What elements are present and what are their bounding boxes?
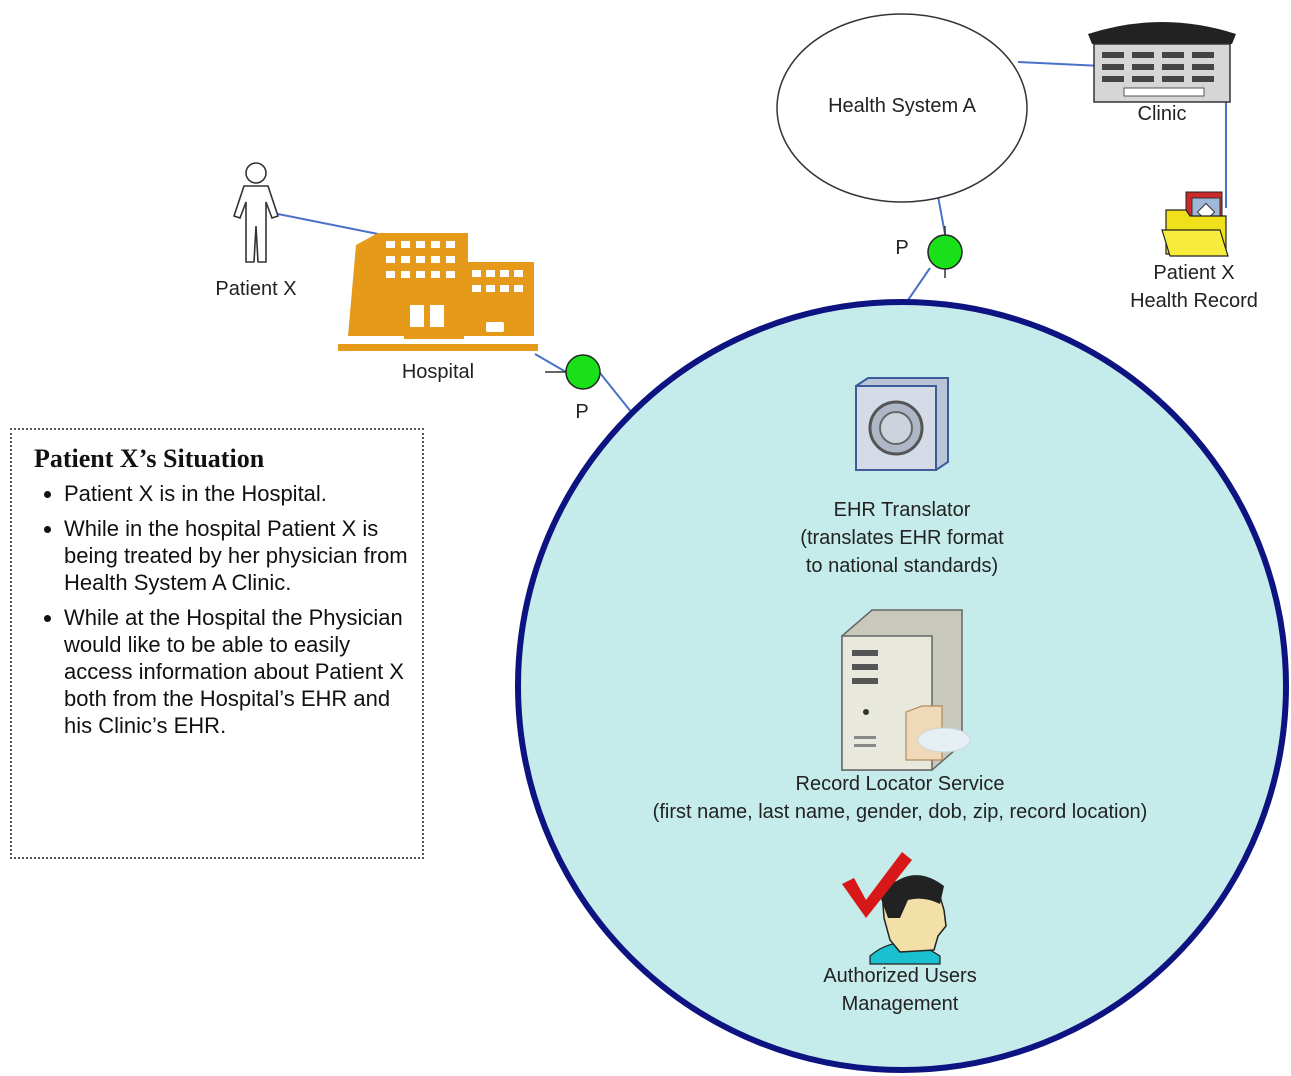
situation-bullet: Patient X is in the Hospital. [64, 480, 422, 507]
authorized-users-label: Authorized Users Management [770, 962, 1030, 1018]
ehr-translator-label-line3: to national standards) [805, 555, 999, 577]
record-locator-label: Record Locator Service (first name, last… [600, 770, 1200, 826]
server-icon [841, 609, 971, 771]
authorized-user-icon [842, 852, 947, 965]
situation-bullet-list: Patient X is in the Hospital. While in t… [12, 480, 422, 739]
situation-bullet: While in the hospital Patient X is being… [64, 515, 422, 596]
clinic-icon [1088, 22, 1236, 103]
situation-box: Patient X’s Situation Patient X is in th… [10, 428, 424, 859]
authorized-users-label-line2: Management [841, 993, 959, 1015]
health-record-label-line1: Patient X [1153, 262, 1235, 284]
folder-icon [1161, 191, 1229, 257]
hospital-label: Hospital [401, 361, 475, 383]
port-hospital [545, 354, 601, 390]
port-health-system [927, 226, 963, 278]
hospital-icon [338, 233, 538, 351]
situation-title: Patient X’s Situation [34, 444, 265, 473]
patient-hospital-link [277, 213, 379, 235]
health-system-label: Health System A [828, 95, 976, 117]
record-locator-label-line2: (first name, last name, gender, dob, zip… [652, 801, 1148, 823]
port-exchange-link [599, 372, 637, 419]
ehr-translator-label-line2: (translates EHR format [800, 527, 1004, 549]
health-record-label-line2: Health Record [1130, 290, 1258, 312]
healthsystem-clinic-link [1017, 61, 1103, 67]
situation-bullet: While at the Hospital the Physician woul… [64, 604, 422, 739]
healthsystem-port-link [937, 195, 946, 235]
port-health-system-label: P [895, 237, 909, 259]
hospital-port-link [534, 353, 567, 373]
authorized-users-label-line1: Authorized Users [823, 965, 977, 987]
ehr-translator-label-line1: EHR Translator [833, 499, 971, 521]
clinic-label: Clinic [1137, 103, 1187, 125]
port-hospital-label: P [575, 401, 589, 423]
ehr-translator-icon [855, 377, 949, 471]
health-record-label: Patient X Health Record [1104, 259, 1284, 315]
health-system-node[interactable] [776, 13, 1028, 203]
ehr-translator-label: EHR Translator (translates EHR format to… [742, 496, 1062, 580]
record-locator-label-line1: Record Locator Service [795, 773, 1005, 795]
patient-icon [232, 162, 280, 263]
patient-label: Patient X [215, 278, 297, 300]
